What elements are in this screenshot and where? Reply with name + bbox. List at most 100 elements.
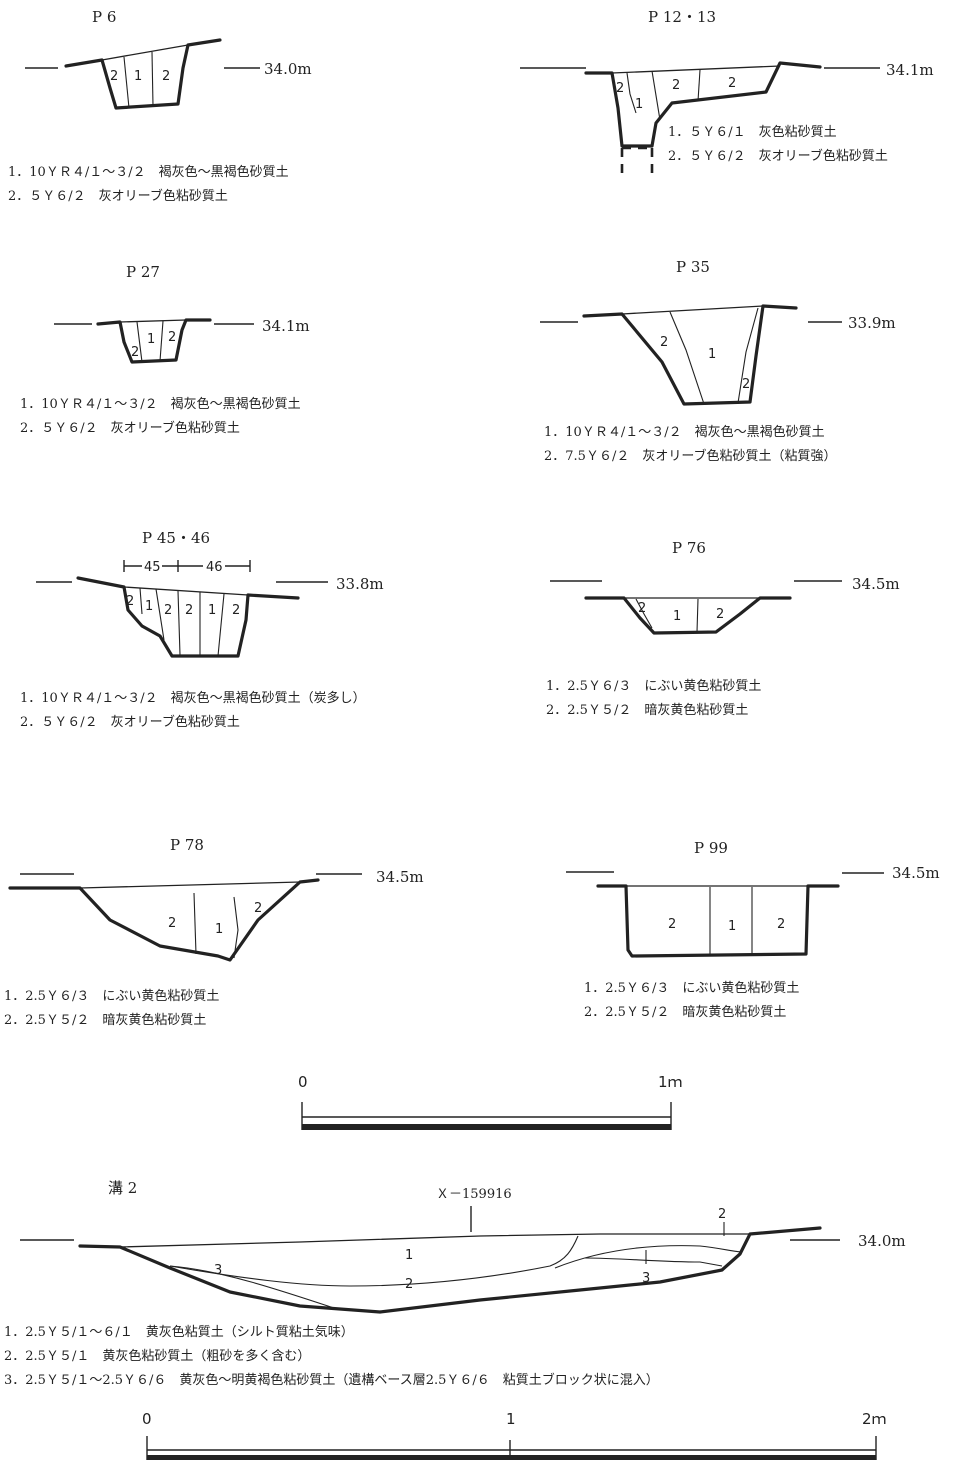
pit-p76-layer-label: 1 bbox=[673, 609, 681, 624]
pit-p78-section: P 78 34.5m 2 1 2 1．2.5Ｙ６/３ にぶい黄色粘砂質土 2．2… bbox=[4, 836, 424, 1028]
pit-p99-level: 34.5m bbox=[892, 864, 940, 882]
ditch-2-profile bbox=[78, 1226, 822, 1314]
pit-p27-profile bbox=[96, 318, 212, 364]
pit-p78-layer-label: 2 bbox=[168, 916, 176, 931]
pit-p27-layer-label: 2 bbox=[168, 330, 176, 345]
pit-p76-profile bbox=[584, 596, 792, 635]
ditch-2-grid-label: Ｘ－159916 bbox=[436, 1187, 512, 1202]
pit-p76-section: P 76 34.5m 2 1 2 1．2.5Ｙ６/３ にぶい黄色粘砂質土 2．2… bbox=[546, 539, 900, 718]
pit-p6-level: 34.0m bbox=[264, 60, 312, 78]
ditch-2-layer-label: 2 bbox=[405, 1277, 413, 1292]
pit-p35-layer-label: 1 bbox=[708, 347, 716, 362]
ditch-2-layer-boundary bbox=[554, 1245, 743, 1269]
pit-p6-legend-item: 2．５Ｙ６/２ 灰オリーブ色粘砂質土 bbox=[8, 188, 228, 204]
pit-p6-layer-label: 2 bbox=[162, 69, 170, 84]
pit-p76-layer-label: 2 bbox=[638, 601, 646, 616]
scale-bar-2m: 0 1 2ｍ bbox=[142, 1410, 887, 1460]
pit-p45-46-layer-label: 2 bbox=[164, 603, 172, 618]
pit-p6-layer-label: 1 bbox=[134, 69, 142, 84]
pit-p45-46-level: 33.8m bbox=[336, 575, 384, 593]
pit-p76-layer-boundary bbox=[635, 598, 653, 629]
pit-p6-surface bbox=[101, 44, 189, 61]
pit-p45-46-layer-label: 2 bbox=[126, 594, 134, 609]
pit-p6-profile bbox=[64, 38, 222, 110]
ditch-2-section: 溝 2 Ｘ－159916 34.0m 1 2 3 2 3 1．2.5Ｙ５/１～６… bbox=[4, 1179, 906, 1388]
pit-p12-13-legend-item: 2．５Ｙ６/２ 灰オリーブ色粘砂質土 bbox=[668, 148, 888, 164]
pit-p99-profile bbox=[596, 884, 840, 958]
ditch-2-legend-item: 1．2.5Ｙ５/１～６/１ 黄灰色粘質土（シルト質粘土気味） bbox=[4, 1324, 354, 1340]
ditch-2-surface bbox=[119, 1233, 750, 1248]
pit-p45-46-span-label: 45 bbox=[144, 560, 161, 575]
pit-p76-level: 34.5m bbox=[852, 575, 900, 593]
pit-p99-section: P 99 34.5m 2 1 2 1．2.5Ｙ６/３ にぶい黄色粘砂質土 2．2… bbox=[566, 839, 940, 1020]
pit-p45-46-legend-item: 1．10ＹＲ４/１～３/２ 褐灰色～黒褐色砂質土（炭多し） bbox=[20, 690, 366, 706]
pit-p12-13-layer-boundary bbox=[626, 72, 637, 114]
pit-p12-13-profile bbox=[584, 61, 822, 148]
scale-bar-1m-label: 1ｍ bbox=[658, 1073, 683, 1091]
pit-p27-surface bbox=[119, 319, 187, 323]
pit-p99-layer-label: 2 bbox=[668, 917, 676, 932]
pit-p6-section: P 6 34.0m 2 1 2 1．10ＹＲ４/１～３/２ 褐灰色～黒褐色砂質土… bbox=[8, 8, 312, 204]
pit-p6-layer-boundary bbox=[123, 56, 130, 109]
ditch-2-layer-boundary bbox=[169, 1265, 341, 1311]
pit-p99-title: P 99 bbox=[694, 839, 728, 857]
pit-p12-13-surface bbox=[611, 65, 781, 74]
pit-p45-46-layer-label: 2 bbox=[185, 603, 193, 618]
scale-bar-2m-band bbox=[147, 1455, 876, 1460]
pit-p78-layer-label: 1 bbox=[215, 922, 223, 937]
pit-p45-46-layer-label: 2 bbox=[232, 603, 240, 618]
pit-p76-legend-item: 2．2.5Ｙ５/２ 暗灰黄色粘砂質土 bbox=[546, 702, 748, 718]
pit-p35-title: P 35 bbox=[676, 258, 710, 276]
pit-p27-layer-label: 2 bbox=[131, 345, 139, 360]
pit-p12-13-section: P 12・13 34.1m 2 1 2 2 1．５Ｙ６/１ 灰色粘砂質土 2．５… bbox=[520, 8, 934, 178]
pit-p99-layer-label: 1 bbox=[728, 919, 736, 934]
pit-p6-legend-item: 1．10ＹＲ４/１～３/２ 褐灰色～黒褐色砂質土 bbox=[8, 164, 289, 180]
pit-p27-layer-label: 1 bbox=[147, 332, 155, 347]
ditch-2-layer-boundary bbox=[169, 1235, 579, 1287]
pit-p27-level: 34.1m bbox=[262, 317, 310, 335]
pit-p45-46-section: P 45・46 45 46 33.8m 2 1 2 2 1 2 1．10ＹＲ４/… bbox=[20, 529, 384, 730]
pit-p6-layer-label: 2 bbox=[110, 69, 118, 84]
pit-p78-title: P 78 bbox=[170, 836, 204, 854]
pit-p35-legend-item: 2．7.5Ｙ６/２ 灰オリーブ色粘砂質土（粘質強） bbox=[544, 448, 837, 464]
pit-p45-46-layer-label: 1 bbox=[145, 599, 153, 614]
pit-p12-13-layer-label: 2 bbox=[616, 81, 624, 96]
pit-p99-legend-item: 1．2.5Ｙ６/３ にぶい黄色粘砂質土 bbox=[584, 980, 799, 996]
pit-p78-layer-boundary bbox=[193, 892, 197, 955]
scale-bar-2m-label: 2ｍ bbox=[862, 1410, 887, 1428]
scale-bar-2m-label: 1 bbox=[506, 1410, 516, 1428]
scale-bar-1m: 0 1ｍ bbox=[298, 1073, 683, 1130]
pit-p45-46-legend-item: 2．５Ｙ６/２ 灰オリーブ色粘砂質土 bbox=[20, 714, 240, 730]
pit-p78-layer-label: 2 bbox=[254, 901, 262, 916]
scale-bar-1m-label: 0 bbox=[298, 1073, 308, 1091]
pit-p78-profile bbox=[8, 878, 320, 962]
pit-p12-13-title: P 12・13 bbox=[648, 8, 716, 26]
pit-p45-46-layer-boundary bbox=[217, 593, 225, 657]
pit-p12-13-layer-label: 2 bbox=[672, 78, 680, 93]
ditch-2-layer-label: 2 bbox=[718, 1207, 726, 1222]
pit-p35-level: 33.9m bbox=[848, 314, 896, 332]
pit-p78-legend-item: 2．2.5Ｙ５/２ 暗灰黄色粘砂質土 bbox=[4, 1012, 206, 1028]
ditch-2-legend-item: 2．2.5Ｙ５/１ 黄灰色粘砂質土（粗砂を多く含む） bbox=[4, 1348, 310, 1364]
pit-p27-legend-item: 1．10ＹＲ４/１～３/２ 褐灰色～黒褐色砂質土 bbox=[20, 396, 301, 412]
pit-p12-13-layer-boundary bbox=[697, 69, 701, 102]
pit-p35-legend-item: 1．10ＹＲ４/１～３/２ 褐灰色～黒褐色砂質土 bbox=[544, 424, 825, 440]
pit-p27-layer-boundary bbox=[159, 320, 164, 362]
pit-p35-layer-boundary bbox=[669, 311, 705, 405]
ditch-2-title: 溝 2 bbox=[108, 1179, 137, 1197]
pit-p6-layer-boundary bbox=[151, 51, 154, 107]
pit-p45-46-layer-boundary bbox=[155, 588, 165, 641]
pit-p12-13-layer-label: 1 bbox=[635, 97, 643, 112]
pit-p45-46-layer-label: 1 bbox=[208, 603, 216, 618]
pit-p76-legend-item: 1．2.5Ｙ６/３ にぶい黄色粘砂質土 bbox=[546, 678, 761, 694]
ditch-2-level: 34.0m bbox=[858, 1232, 906, 1250]
ditch-2-layer-label: 3 bbox=[214, 1263, 222, 1278]
pit-p45-46-surface bbox=[123, 586, 249, 596]
ditch-2-layer-label: 1 bbox=[405, 1248, 413, 1263]
pit-p45-46-layer-boundary bbox=[139, 587, 143, 615]
pit-p12-13-level: 34.1m bbox=[886, 61, 934, 79]
pit-p12-13-legend-item: 1．５Ｙ６/１ 灰色粘砂質土 bbox=[668, 124, 837, 140]
pit-p35-layer-label: 2 bbox=[742, 377, 750, 392]
pit-p35-layer-boundary bbox=[737, 307, 759, 404]
